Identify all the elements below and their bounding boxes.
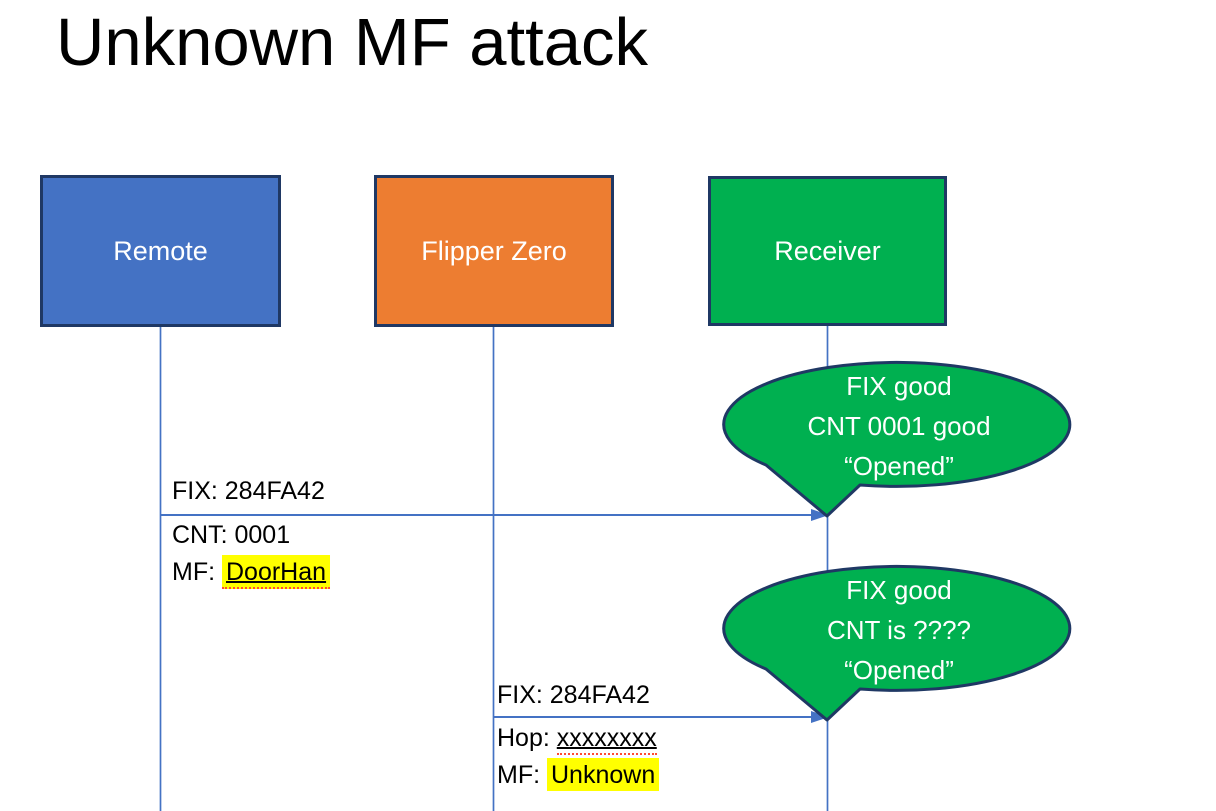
- actor-label-receiver: Receiver: [774, 235, 881, 266]
- arrowhead-remote-to-receiver-icon: [811, 509, 829, 521]
- msg2-mf-line: MF: Unknown: [497, 758, 660, 791]
- msg2-fix-line: FIX: 284FA42: [497, 681, 650, 709]
- msg2-hop-label: Hop:: [497, 724, 557, 752]
- speech-bubble-second: [722, 564, 1072, 722]
- msg2-mf-label: MF:: [497, 761, 547, 789]
- msg1-cnt-line: CNT: 0001: [172, 521, 291, 549]
- msg2-hop-line: Hop: xxxxxxxx: [497, 722, 657, 755]
- actor-box-flipper-zero: Flipper Zero: [374, 175, 614, 327]
- msg2-hop-value: xxxxxxxx: [556, 724, 657, 755]
- speech-bubble-first: [722, 360, 1072, 518]
- msg1-mf-value-highlighted: DoorHan: [222, 555, 331, 589]
- msg2-mf-value-highlighted: Unknown: [547, 758, 660, 791]
- msg1-fix-line: FIX: 284FA42: [172, 477, 325, 505]
- actor-box-remote: Remote: [40, 175, 281, 327]
- msg1-mf-line: MF: DoorHan: [172, 555, 331, 589]
- msg1-mf-label: MF:: [172, 558, 222, 586]
- page-title: Unknown MF attack: [56, 5, 649, 80]
- actor-label-remote: Remote: [113, 235, 208, 266]
- arrowhead-flipper-to-receiver-icon: [811, 711, 829, 723]
- actor-label-flipper-zero: Flipper Zero: [421, 235, 567, 266]
- actor-box-receiver: Receiver: [708, 176, 947, 326]
